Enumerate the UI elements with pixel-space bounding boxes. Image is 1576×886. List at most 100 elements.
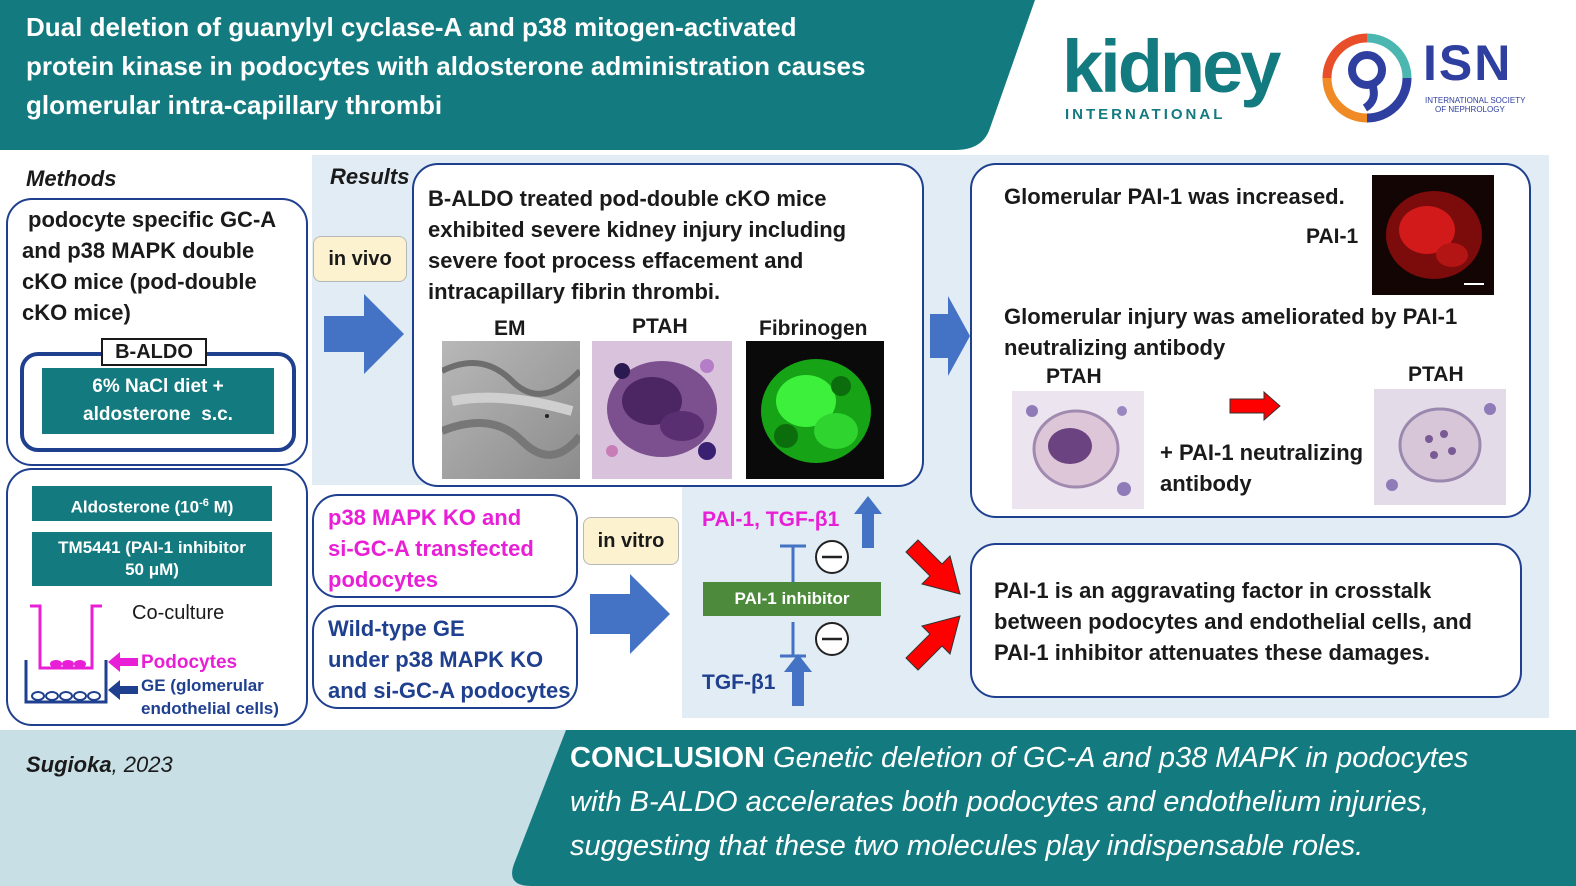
conclusion-line: with B-ALDO accelerates both podocytes a… xyxy=(570,786,1430,818)
pai1-inhibitor-box: PAI-1 inhibitor xyxy=(703,582,881,616)
conclusion-label: CONCLUSION xyxy=(570,742,765,774)
model-line: cKO mice (pod-double xyxy=(22,269,257,294)
in-vitro-tag: in vitro xyxy=(583,517,679,565)
ge-line: endothelial cells) xyxy=(141,699,279,718)
tgf-up-arrow-icon xyxy=(784,654,812,706)
em-micrograph-image xyxy=(442,341,580,479)
header-banner: Dual deletion of guanylyl cyclase-A and … xyxy=(0,0,1576,150)
pai1-findings-box: Glomerular PAI-1 was increased. PAI-1 Gl… xyxy=(970,163,1531,518)
p38-line: podocytes xyxy=(328,567,439,592)
pai1-increased-text: Glomerular PAI-1 was increased. xyxy=(1004,184,1345,209)
header-title-line: Dual deletion of guanylyl cyclase-A and … xyxy=(26,12,797,42)
podocytes-label: Podocytes xyxy=(141,652,238,673)
vivo-to-pai-arrow-icon xyxy=(930,296,970,376)
p38-ko-text: p38 MAPK KO and si-GC-A transfected podo… xyxy=(328,502,534,595)
red-arrow-down-icon xyxy=(905,539,961,595)
header-title-line: protein kinase in podocytes with aldoste… xyxy=(26,51,866,81)
tm5441-box: TM5441 (PAI-1 inhibitor 50 μM) xyxy=(32,532,272,586)
conclusion-line: suggesting that these two molecules play… xyxy=(570,830,1364,862)
isn-sub-text: INTERNATIONAL SOCIETY OF NEPHROLOGY xyxy=(1425,96,1525,114)
isn-sub-line: INTERNATIONAL SOCIETY xyxy=(1425,96,1526,105)
methods-invitro-box: Aldosterone (10-6 M) TM5441 (PAI-1 inhib… xyxy=(6,468,308,726)
pai-tgf-up-arrow-icon xyxy=(854,496,882,548)
aldosterone-box: Aldosterone (10-6 M) xyxy=(32,486,272,521)
tm5441-line: TM5441 (PAI-1 inhibitor xyxy=(58,538,246,557)
kidney-international-logo: kidney INTERNATIONAL xyxy=(1062,28,1302,128)
ptah-stain-image xyxy=(592,341,732,479)
coculture-label: Co-culture xyxy=(132,602,225,624)
tm5441-line: 50 μM) xyxy=(125,560,179,579)
coculture-well-icon xyxy=(24,604,108,704)
isn-sub-line: OF NEPHROLOGY xyxy=(1435,105,1505,114)
author-name: Sugioka xyxy=(26,752,112,777)
red-arrow-up-icon xyxy=(905,615,961,671)
wildtype-ge-box: Wild-type GE under p38 MAPK KO and si-GC… xyxy=(312,605,578,709)
p38-ko-podocytes-box: p38 MAPK KO and si-GC-A transfected podo… xyxy=(312,494,578,598)
header-banner-shape xyxy=(0,0,1035,150)
ge-line: GE (glomerular xyxy=(141,676,264,695)
ameliorated-text: Glomerular injury was ameliorated by PAI… xyxy=(1004,301,1524,363)
methods-heading: Methods xyxy=(26,166,117,191)
in-vivo-findings-text: B-ALDO treated pod-double cKO mice exhib… xyxy=(428,183,918,307)
p38-line: si-GC-A transfected xyxy=(328,536,534,561)
methods-model-box: podocyte specific GC-A and p38 MAPK doub… xyxy=(6,198,308,466)
antibody-text: + PAI-1 neutralizing antibody xyxy=(1160,437,1363,499)
p38-line: p38 MAPK KO and xyxy=(328,505,522,530)
treatment-red-arrow-icon xyxy=(1229,391,1281,421)
in-vivo-tag: in vivo xyxy=(313,236,407,282)
isn-emblem-icon xyxy=(1322,33,1412,123)
summary-box: PAI-1 is an aggravating factor in crosst… xyxy=(970,543,1522,698)
isn-main-text: ISN xyxy=(1423,35,1513,91)
author-year: , 2023 xyxy=(111,752,173,777)
finding-line: severe foot process effacement and xyxy=(428,248,804,273)
header-title: Dual deletion of guanylyl cyclase-A and … xyxy=(26,8,986,125)
ptah-after-label: PTAH xyxy=(1408,363,1464,386)
pai1-stain-image xyxy=(1372,175,1494,295)
isn-logo: ISN INTERNATIONAL SOCIETY OF NEPHROLOGY xyxy=(1320,30,1540,125)
fibrinogen-label: Fibrinogen xyxy=(759,317,868,340)
conclusion-text: CONCLUSION Genetic deletion of GC-A and … xyxy=(570,736,1570,868)
logo-sub-text: INTERNATIONAL xyxy=(1065,106,1226,123)
baldo-treatment-box: 6% NaCl diet + aldosterone s.c. xyxy=(42,368,274,434)
footer-author: Sugioka, 2023 xyxy=(26,752,173,778)
conclusion-line: CONCLUSION Genetic deletion of GC-A and … xyxy=(570,736,1570,780)
ameliorated-line: neutralizing antibody xyxy=(1004,335,1226,360)
wt-line: and si-GC-A podocytes xyxy=(328,678,571,703)
model-description: podocyte specific GC-A and p38 MAPK doub… xyxy=(22,204,302,328)
ptah-before-label: PTAH xyxy=(1046,365,1102,388)
wt-line: Wild-type GE xyxy=(328,616,465,641)
pai-tgf-label: PAI-1, TGF-β1 xyxy=(702,508,840,531)
model-line: podocyte specific GC-A xyxy=(28,207,277,232)
summary-line: between podocytes and endothelial cells,… xyxy=(994,609,1472,634)
ptah-label: PTAH xyxy=(632,315,688,338)
aldosterone-unit: M) xyxy=(208,497,234,517)
baldo-line: aldosterone s.c. xyxy=(83,404,233,425)
model-line: cKO mice) xyxy=(22,300,131,325)
inhibition-pathway-icon xyxy=(780,540,849,658)
conclusion-banner-shape xyxy=(512,730,1576,886)
ameliorated-line: Glomerular injury was ameliorated by PAI… xyxy=(1004,304,1458,329)
baldo-line: 6% NaCl diet + xyxy=(92,376,224,397)
finding-line: exhibited severe kidney injury including xyxy=(428,217,847,242)
podocytes-arrow-icon xyxy=(108,652,138,672)
summary-line: PAI-1 is an aggravating factor in crosst… xyxy=(994,578,1432,603)
tgf-label: TGF-β1 xyxy=(702,671,776,694)
finding-line: intracapillary fibrin thrombi. xyxy=(428,279,721,304)
model-line: and p38 MAPK double xyxy=(22,238,255,263)
aldosterone-text: Aldosterone (10 xyxy=(70,497,200,517)
aldosterone-exponent: -6 xyxy=(199,497,209,509)
ge-label: GE (glomerular endothelial cells) xyxy=(141,674,279,720)
antibody-line: antibody xyxy=(1160,471,1252,496)
results-heading: Results xyxy=(330,164,410,189)
in-vitro-arrow-icon xyxy=(590,574,670,654)
in-vivo-findings-box: B-ALDO treated pod-double cKO mice exhib… xyxy=(412,163,924,487)
antibody-line: + PAI-1 neutralizing xyxy=(1160,440,1364,465)
wt-line: under p38 MAPK KO xyxy=(328,647,544,672)
conclusion-line-text: Genetic deletion of GC-A and p38 MAPK in… xyxy=(764,742,1469,774)
fibrinogen-stain-image xyxy=(746,341,884,479)
em-label: EM xyxy=(494,317,526,340)
summary-line: PAI-1 inhibitor attenuates these damages… xyxy=(994,640,1431,665)
ptah-before-image xyxy=(1012,391,1144,509)
in-vivo-arrow-icon xyxy=(324,294,404,374)
wildtype-text: Wild-type GE under p38 MAPK KO and si-GC… xyxy=(328,613,570,706)
